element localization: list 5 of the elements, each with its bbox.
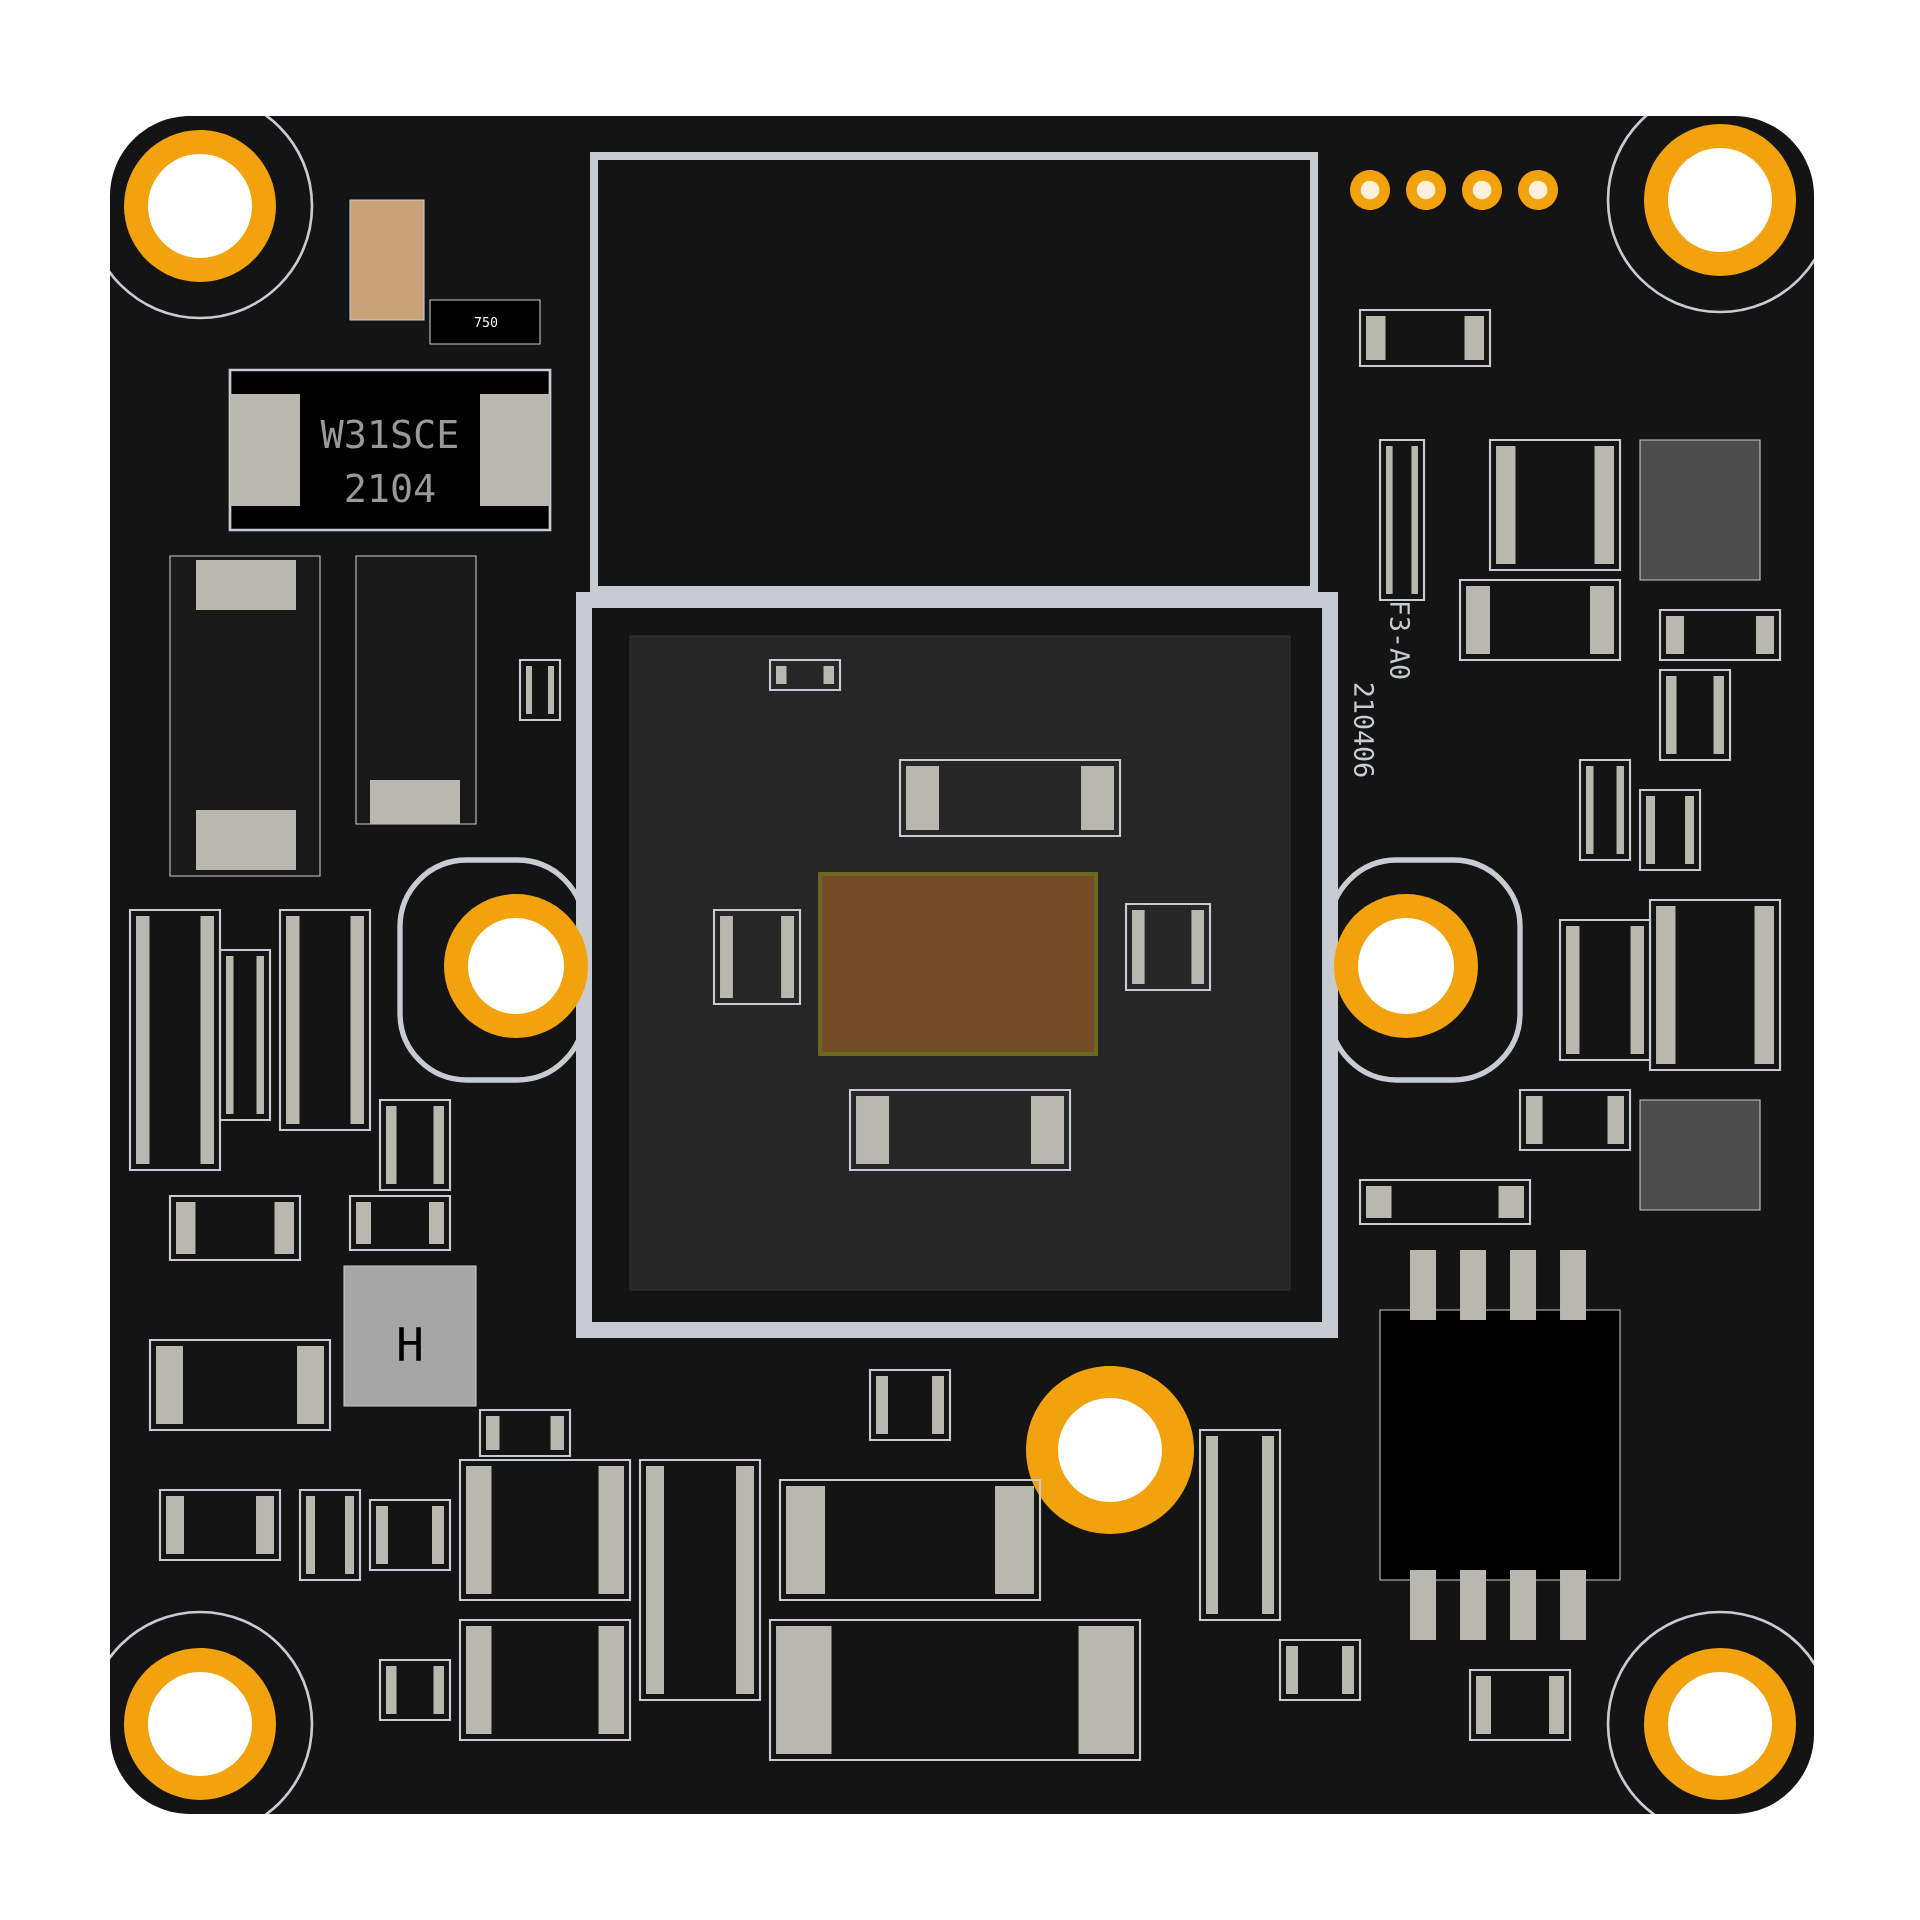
- silkscreen-marking: 2104: [346, 473, 435, 503]
- silkscreen-marking: W31SCE: [320, 419, 457, 449]
- silkscreen-marking: F3-A0: [1389, 602, 1411, 679]
- silkscreen-marking: 210406: [1353, 683, 1375, 777]
- silkscreen-marking: H: [399, 1327, 421, 1361]
